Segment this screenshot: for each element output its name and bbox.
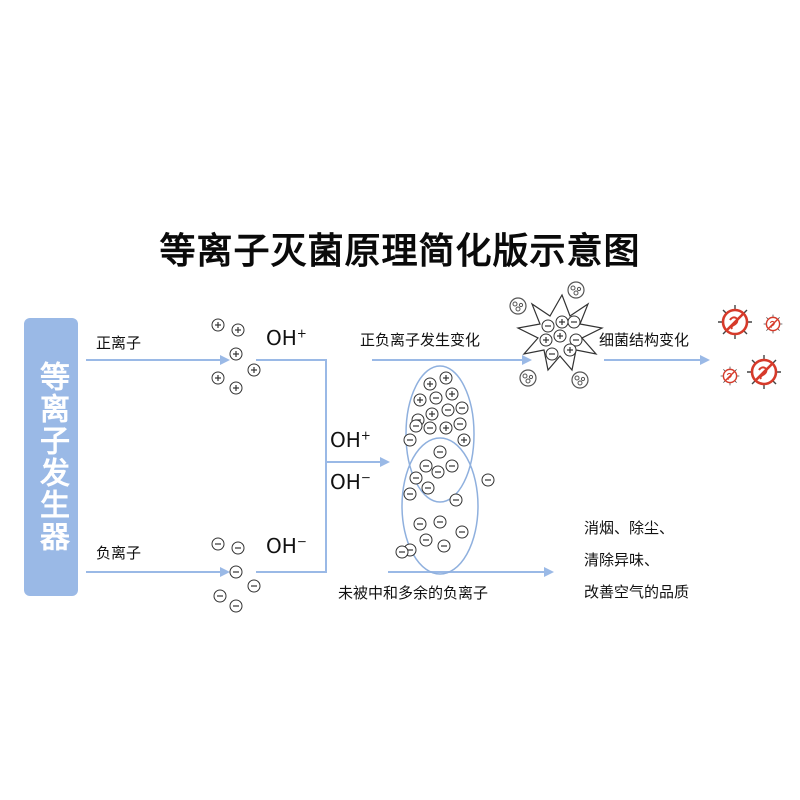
plasma-generator-label: 等离子发生器 xyxy=(34,361,69,553)
negative-ion-label: 负离子 xyxy=(96,544,142,562)
oh-plus-label: OH+ xyxy=(266,326,307,350)
oh-minus-label: OH− xyxy=(266,534,307,558)
mixing-ellipses xyxy=(401,365,479,575)
connector-bottom xyxy=(256,462,327,573)
negative-ion-cluster xyxy=(211,537,261,613)
mix-oh-minus-label: OH− xyxy=(330,470,371,494)
ion-burst xyxy=(516,293,604,372)
positive-ion-cluster xyxy=(211,318,261,395)
bacteria-change-label: 细菌结构变化 xyxy=(599,331,690,349)
bacteria-destroyed-icons xyxy=(716,303,784,391)
positive-ion-label: 正离子 xyxy=(96,334,142,352)
plasma-generator-box: 等离子发生器 xyxy=(24,318,78,596)
effect-item: 改善空气的品质 xyxy=(584,583,690,601)
effect-list: 消烟、除尘、 清除异味、 改善空气的品质 xyxy=(584,512,689,608)
diagram-title: 等离子灭菌原理简化版示意图 xyxy=(159,231,641,272)
leftover-negative-ion-label: 未被中和多余的负离子 xyxy=(338,584,489,602)
ion-change-label: 正负离子发生变化 xyxy=(360,331,481,349)
flow-arrows xyxy=(86,355,710,577)
effect-item: 清除异味、 xyxy=(584,551,660,569)
connector-top xyxy=(256,359,327,462)
effect-item: 消烟、除尘、 xyxy=(584,519,675,537)
mix-oh-plus-label: OH+ xyxy=(330,428,371,452)
